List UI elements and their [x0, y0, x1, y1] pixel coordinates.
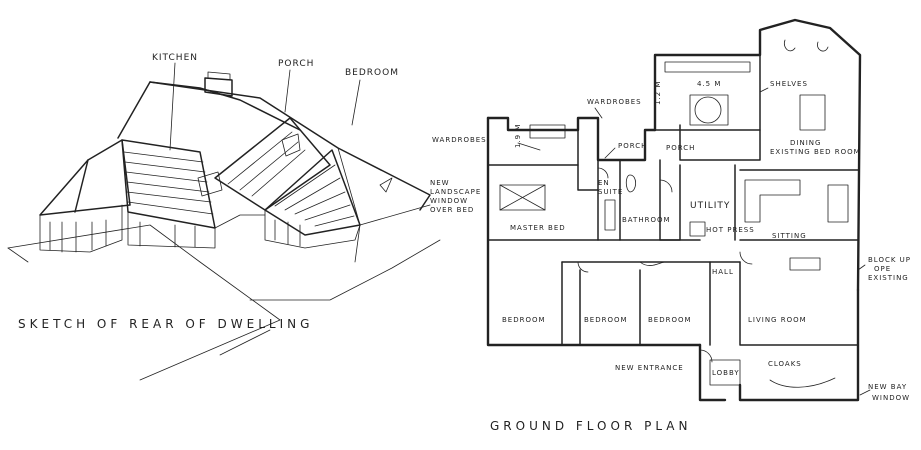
- sketch-caption: SKETCH OF REAR OF DWELLING: [18, 317, 313, 331]
- wardrobes-left-label: WARDROBES: [432, 136, 487, 144]
- hall-label: HALL: [712, 268, 734, 276]
- wardrobes-top-label: WARDROBES: [587, 98, 642, 106]
- cloaks-label: CLOAKS: [768, 360, 802, 368]
- bedroom-3-label: BEDROOM: [648, 316, 692, 324]
- living-room-label: LIVING ROOM: [748, 316, 807, 324]
- new-landscape-label-2: LANDSCAPE: [430, 188, 481, 196]
- dimension-1-label: 1.9 M: [514, 124, 522, 148]
- new-bay-label-2: WINDOW: [872, 394, 910, 402]
- bathroom-label: BATHROOM: [622, 216, 671, 224]
- ground-floor-plan: WARDROBES WARDROBES NEW LANDSCAPE WINDOW…: [430, 18, 911, 433]
- lobby-label: LOBBY: [712, 369, 740, 377]
- dimension-2-label: 4.5 M: [697, 80, 721, 88]
- dimension-3-label: 1.2 M: [654, 81, 662, 105]
- block-up-label-1: BLOCK UP: [868, 256, 911, 264]
- new-entrance-label: NEW ENTRANCE: [615, 364, 684, 372]
- shelves-label: SHELVES: [770, 80, 808, 88]
- porch-label: PORCH: [278, 59, 314, 69]
- block-up-label-2: OPE: [874, 265, 891, 273]
- en-suite-label-1: EN: [598, 179, 610, 187]
- dining-label-1: DINING: [790, 139, 821, 147]
- new-landscape-label-4: OVER BED: [430, 206, 474, 214]
- new-landscape-label-1: NEW: [430, 179, 450, 187]
- porch-small-label: PORCH: [618, 142, 647, 150]
- dining-label-2: EXISTING BED ROOM: [770, 148, 861, 156]
- utility-label: UTILITY: [690, 201, 730, 211]
- plan-caption: GROUND FLOOR PLAN: [490, 419, 691, 433]
- bedroom-2-label: BEDROOM: [584, 316, 628, 324]
- bedroom-label: BEDROOM: [345, 68, 399, 78]
- master-bed-label: MASTER BED: [510, 224, 566, 232]
- bedroom-1-label: BEDROOM: [502, 316, 546, 324]
- new-landscape-label-3: WINDOW: [430, 197, 468, 205]
- block-up-label-3: EXISTING: [868, 274, 909, 282]
- sitting-label: SITTING: [772, 232, 807, 240]
- new-bay-label-1: NEW BAY: [868, 383, 907, 391]
- en-suite-label-2: SUITE: [598, 188, 623, 196]
- kitchen-label: KITCHEN: [152, 53, 198, 63]
- rear-sketch: KITCHEN PORCH BEDROOM SKETCH OF REAR OF …: [7, 53, 441, 381]
- hot-press-label: HOT PRESS: [706, 226, 755, 234]
- porch-right-label: PORCH: [666, 144, 695, 152]
